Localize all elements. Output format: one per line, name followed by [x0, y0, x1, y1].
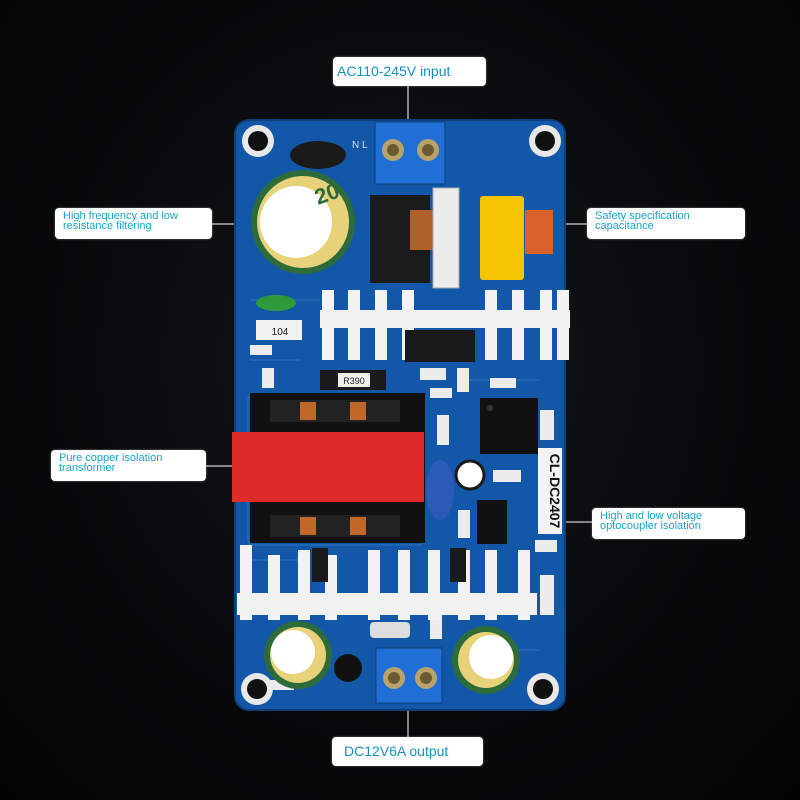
- small-capacitor: [454, 459, 486, 491]
- label-opto-line2: optocoupler isolation: [600, 520, 701, 532]
- output-filter-choke: [334, 654, 362, 682]
- output-capacitor-left: [264, 621, 332, 689]
- mounting-hole: [529, 125, 561, 157]
- mounting-hole: [527, 673, 559, 705]
- label-optocoupler: High and low voltage optocoupler isolati…: [592, 508, 745, 539]
- capacitor-104: [256, 320, 302, 340]
- mounting-hole: [241, 673, 273, 705]
- label-ac-input: AC110-245V input: [333, 57, 486, 86]
- label-safety-line2: capacitance: [595, 220, 654, 232]
- input-terminal-block: [374, 121, 446, 185]
- varistor: [525, 210, 553, 254]
- isolation-transformer: [232, 393, 425, 543]
- safety-capacitor: [480, 196, 524, 280]
- small-inductor: [256, 295, 296, 311]
- smd-components: [250, 345, 557, 690]
- label-safety-line1: Safety specification: [595, 210, 690, 222]
- ic-pin-marker: [487, 405, 493, 411]
- optocoupler: [477, 500, 507, 544]
- output-terminal-block: [375, 647, 443, 704]
- label-filtering: High frequency and low resistance filter…: [55, 208, 212, 239]
- capacitor-code: 104: [272, 327, 289, 338]
- label-transformer: Pure copper isolation transformer: [51, 450, 206, 481]
- mosfet: [405, 330, 475, 362]
- model-label-bg: [538, 448, 562, 534]
- label-transformer-line1: Pure copper isolation: [59, 452, 163, 464]
- output-diode: [450, 548, 466, 582]
- label-filtering-line2: resistance filtering: [63, 220, 152, 232]
- output-capacitor-right: [452, 626, 520, 694]
- label-transformer-line2: transformer: [59, 462, 116, 474]
- resistor-label-bg: [338, 373, 370, 387]
- mounting-hole: [242, 125, 274, 157]
- label-dc-output: DC12V6A output: [332, 737, 483, 766]
- terminal-marking: N L: [352, 140, 368, 151]
- label-opto-line1: High and low voltage: [600, 510, 703, 522]
- bridge-rectifier: [432, 187, 460, 289]
- y-capacitor: [426, 460, 454, 520]
- label-safety-capacitance: Safety specification capacitance: [587, 208, 745, 239]
- upper-heatsink: [320, 290, 570, 360]
- label-filtering-line1: High frequency and low: [63, 210, 178, 222]
- label-dc-output-text: DC12V6A output: [344, 743, 449, 759]
- resistor-code: R390: [343, 376, 365, 386]
- rectifier-diode: [312, 548, 328, 582]
- label-ac-input-text: AC110-245V input: [337, 63, 451, 79]
- model-marking: CL-DC2407: [547, 454, 563, 529]
- output-inductor: [370, 622, 410, 638]
- filter-capacitor: [251, 170, 355, 274]
- mounting-holes: [241, 125, 561, 705]
- thermistor: [290, 141, 346, 169]
- lower-heatsink: [237, 545, 537, 620]
